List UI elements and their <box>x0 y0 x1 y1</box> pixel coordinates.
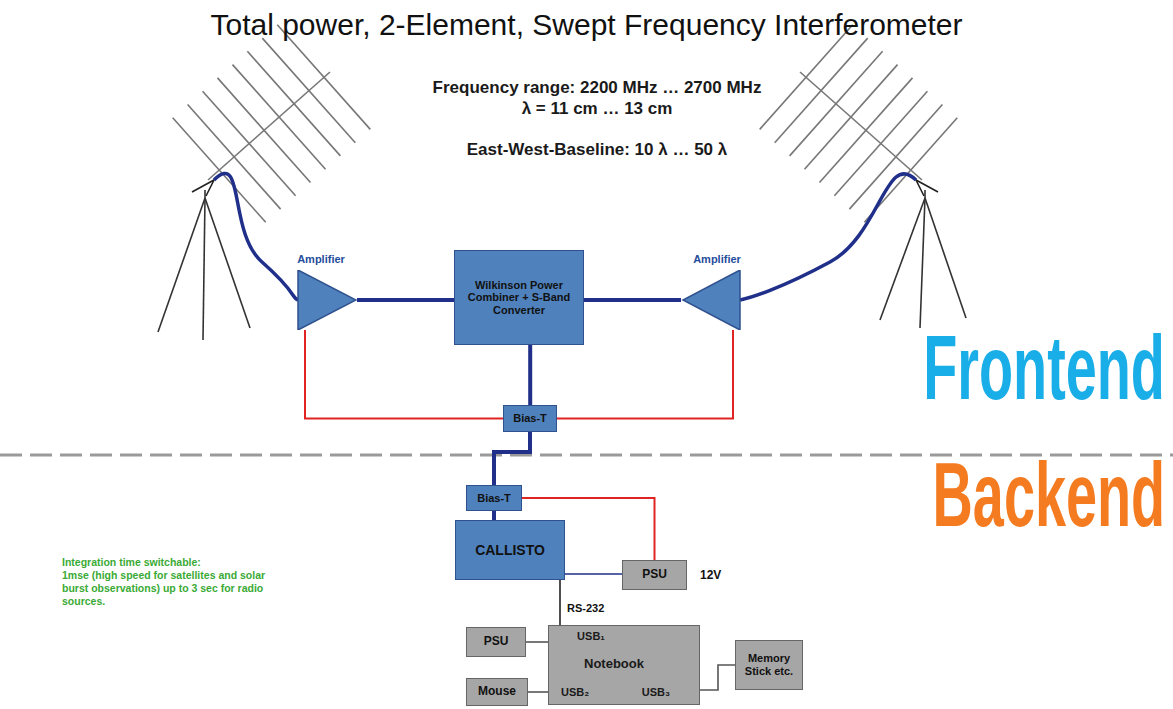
node-title: Notebook <box>559 656 669 672</box>
amplifier-triangle <box>683 270 740 330</box>
note-text: Integration time switchable: <box>62 556 322 569</box>
amplifier-triangle <box>298 270 356 330</box>
diagram-title: Total power, 2-Element, Swept Frequency … <box>0 8 1173 42</box>
amplifier-symbol: Amplifier <box>681 253 753 330</box>
signal-line <box>584 298 681 302</box>
combiner-box: Wilkinson Power Combiner + S-Band Conver… <box>454 250 584 345</box>
port-label: USB₃ <box>634 686 678 699</box>
node-label: Mouse <box>478 685 516 699</box>
yagi-antenna <box>760 25 958 223</box>
signal-line <box>700 665 735 690</box>
bias-t-box: Bias-T <box>466 485 522 511</box>
psu-box: PSU <box>466 627 526 657</box>
section-label: Backend <box>932 450 1165 540</box>
node-label: CALLISTO <box>475 542 545 558</box>
note-text: 1mse (high speed for satellites and sola… <box>62 569 294 608</box>
node-label: Wilkinson Power Combiner + S-Band Conver… <box>459 279 579 317</box>
notebook-box: USB₁ NotebookUSB₂ USB₃ <box>548 625 700 705</box>
bias-t-box: Bias-T <box>503 405 557 432</box>
port-label: USB₁ <box>569 630 613 643</box>
tripod <box>880 190 966 328</box>
amplifier-triangle <box>285 270 357 330</box>
node-label: Bias-T <box>477 492 511 505</box>
signal-line <box>357 298 454 302</box>
amplifier-symbol: Amplifier <box>285 253 357 330</box>
amplifier-label: Amplifier <box>285 253 357 266</box>
signal-line <box>492 511 496 520</box>
signal-line <box>528 691 548 693</box>
node-label: Memory Stick etc. <box>740 652 798 677</box>
mouse-box: Mouse <box>466 678 528 706</box>
antenna-cable <box>740 174 916 300</box>
tripod <box>158 190 250 340</box>
node-label: Bias-T <box>513 412 547 425</box>
psu-box: PSU <box>622 560 687 590</box>
node-label: PSU <box>642 568 667 582</box>
amplifier-label: Amplifier <box>681 253 753 266</box>
yagi-antenna <box>173 25 371 223</box>
yagi-antenna <box>760 25 958 223</box>
port-label: USB₂ <box>553 686 597 699</box>
signal-line <box>526 641 548 643</box>
note-text: Frequency range: 2200 MHz … 2700 MHz <box>377 78 817 98</box>
section-label: Frontend <box>923 323 1165 413</box>
edge-label: RS-232 <box>566 602 605 615</box>
receiver-box: CALLISTO <box>455 520 565 580</box>
note-text: East-West-Baseline: 10 λ … 50 λ <box>377 140 817 160</box>
signal-line <box>528 345 532 405</box>
antenna-cable <box>214 174 298 300</box>
note-text: 12V <box>700 568 721 582</box>
signal-line <box>494 432 530 485</box>
memory-stick-box: Memory Stick etc. <box>735 640 803 690</box>
node-label: PSU <box>484 635 509 649</box>
amplifier-triangle <box>681 270 753 330</box>
note-text: λ = 11 cm … 13 cm <box>377 99 817 119</box>
signal-line <box>559 580 561 625</box>
signal-line <box>565 573 622 575</box>
